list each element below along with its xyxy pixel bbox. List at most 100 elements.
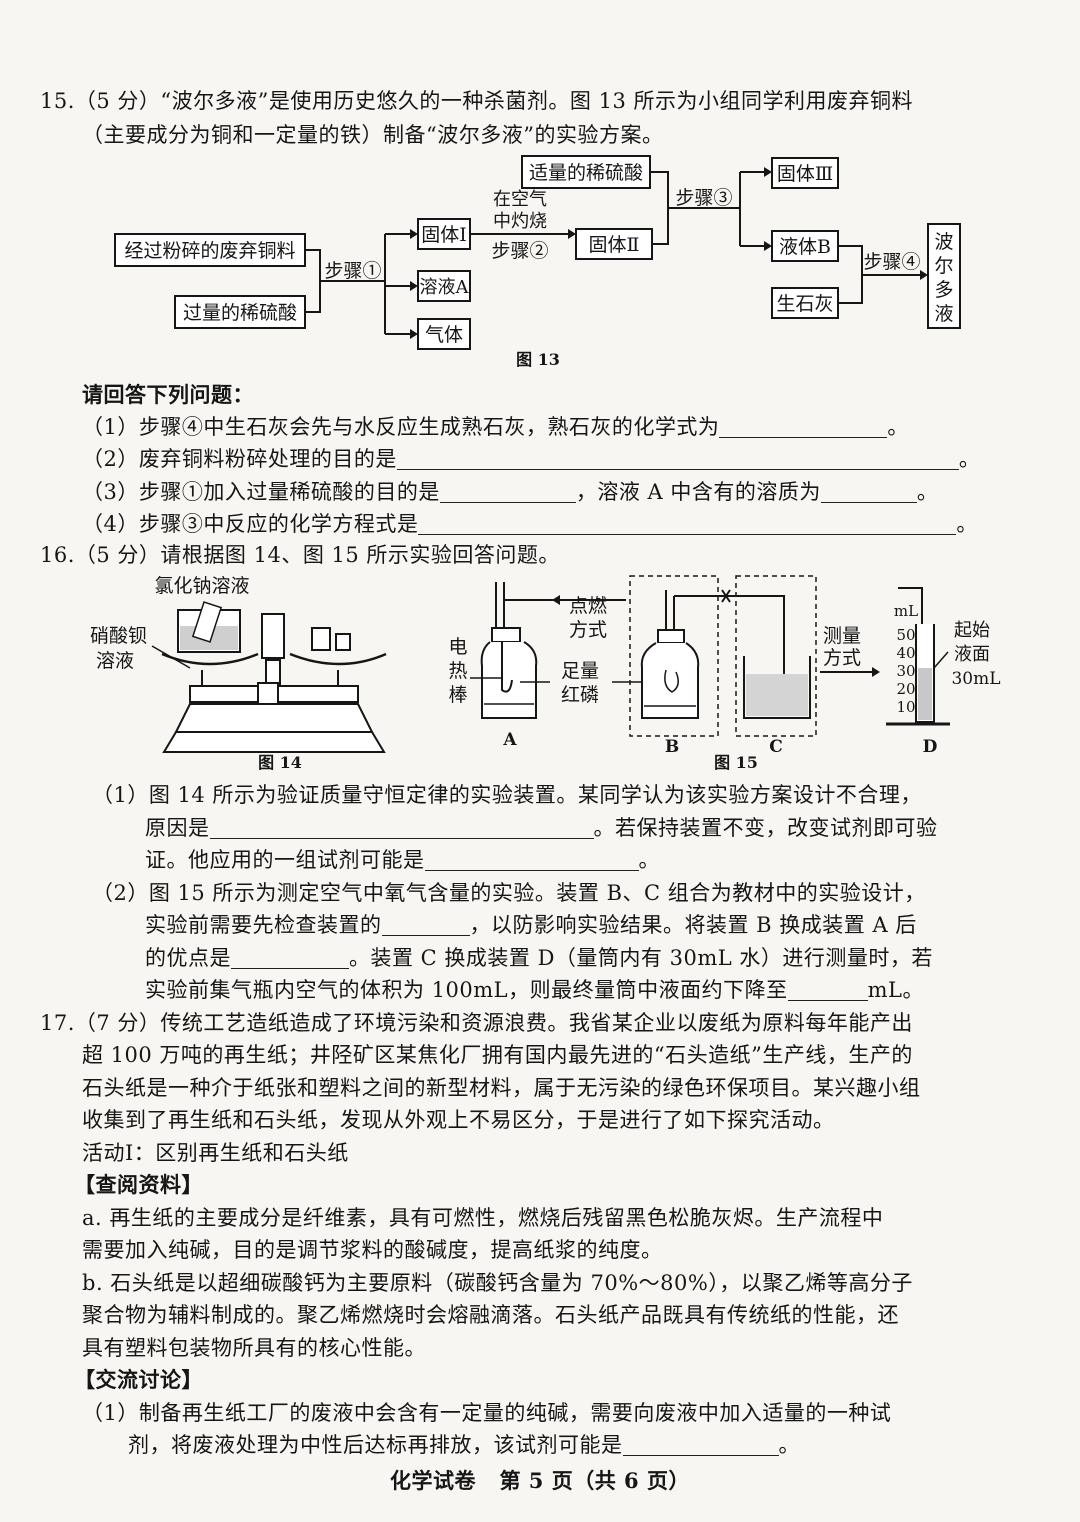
dashed-box-c — [735, 575, 817, 737]
q16-p1-line2b: 。若保持装置不变，改变试剂即可验 — [593, 816, 938, 840]
q15-sub4-blank[interactable] — [418, 512, 957, 535]
rod-a — [501, 642, 513, 693]
q15-sub2-end: 。 — [958, 447, 981, 471]
q15-sub3-text2: ，溶液 A 中含有的溶质为 — [575, 480, 821, 504]
q17-d-line2b: 。 — [778, 1433, 800, 1457]
arrowheads-step3 — [764, 167, 772, 251]
text-product-3: 多 — [934, 279, 953, 301]
q17-disc-heading: 【交流讨论】 — [74, 1367, 203, 1392]
label-rod-3: 棒 — [448, 684, 467, 706]
q16-p2-line4b: mL。 — [867, 978, 924, 1002]
label-start-2: 液面 — [954, 644, 990, 665]
arrowhead-ignite — [552, 595, 560, 605]
tubes-a — [495, 582, 558, 628]
text-burn-2: 中灼烧 — [493, 211, 547, 232]
q16-p2-line2b: ，以防影响实验结果。将装置 B 换成装置 A 后 — [469, 913, 917, 937]
text-step3: 步骤③ — [675, 187, 732, 209]
q16-p2-blank3[interactable] — [787, 978, 868, 1001]
q15-sub3-text: （3）步骤①加入过量稀硫酸的目的是 — [82, 480, 440, 504]
q17-line3: 石头纸是一种介于纸张和塑料之间的新型材料，属于无污染的绿色环保项目。某兴趣小组 — [82, 1076, 921, 1100]
caption-fig15: 图 15 — [714, 753, 758, 772]
q17-b-line3: 具有塑料包装物所具有的核心性能。 — [82, 1336, 426, 1360]
q16-p2-blank1[interactable] — [381, 913, 470, 936]
q16-p2-line3a: 的优点是 — [145, 946, 231, 970]
q17-d-line2: 剂，将废液处理为中性后达标再排放，该试剂可能是。 — [128, 1430, 800, 1460]
q16-p2-line3b: 。装置 C 换成装置 D（量筒内有 30mL 水）进行测量时，若 — [349, 946, 933, 970]
tick-40: 40 — [896, 644, 915, 662]
caption-fig13: 图 13 — [516, 350, 560, 369]
label-start-1: 起始 — [954, 620, 990, 641]
label-d: D — [923, 737, 938, 757]
caption-fig14: 图 14 — [258, 753, 302, 772]
tick-10: 10 — [896, 698, 915, 716]
box-liquid-b — [771, 230, 839, 262]
figure-13-flowchart: 经过粉碎的废弃铜料 过量的稀硫酸 步骤① 固体Ⅰ 溶液A 气体 在空气 中灼烧 … — [114, 155, 961, 369]
text-product-1: 波 — [934, 231, 953, 253]
text-gas: 气体 — [425, 324, 463, 346]
q17-d-blank[interactable] — [622, 1433, 779, 1456]
q16-p2-blank2[interactable] — [231, 946, 349, 969]
text-solid3: 固体Ⅲ — [777, 163, 833, 185]
q17-b-line2: 聚合物为辅料制成的。聚乙烯燃烧时会熔融滴落。石头纸产品既具有传统纸的性能，还 — [82, 1303, 899, 1327]
q16-p1-blank2[interactable] — [424, 848, 639, 871]
q15-sub3-blank2[interactable] — [820, 480, 917, 503]
stopper-a — [491, 627, 521, 643]
text-moderate-acid: 适量的稀硫酸 — [529, 162, 643, 184]
q16-p2-line2: 实验前需要先检查装置的 ，以防影响实验结果。将装置 B 换成装置 A 后 — [145, 910, 917, 940]
label-rod-1: 电 — [448, 636, 467, 658]
q16-p1-line2a: 原因是 — [145, 816, 210, 840]
box-gas — [417, 318, 471, 350]
branch-line-step3 — [739, 171, 764, 247]
text-waste-copper: 经过粉碎的废弃铜料 — [124, 240, 295, 262]
figure-14-balance: 氯化钠溶液 硝酸钡 溶液 图 14 — [90, 575, 387, 772]
label-measure-1: 测量 — [823, 625, 861, 647]
water-c — [746, 674, 808, 716]
pointer-start — [933, 651, 949, 669]
label-ml: mL — [894, 602, 918, 620]
text-step1: 步骤① — [324, 260, 381, 282]
q15-sub2-text: （2）废弃铜料粉碎处理的目的是 — [82, 447, 397, 471]
label-bano3-2: 溶液 — [96, 650, 134, 672]
tick-30: 30 — [896, 662, 915, 680]
q17-b-line1: b. 石头纸是以超细碳酸钙为主要原料（碳酸钙含量为 70%～80%），以聚乙烯等… — [82, 1271, 913, 1295]
label-phos-2: 红磷 — [561, 684, 599, 706]
water-d — [918, 668, 932, 720]
q17-d-line1: （1）制备再生纸工厂的废液中会含有一定量的纯碱，需要向废液中加入适量的一种试 — [82, 1401, 892, 1425]
q16-stem: 16.（5 分）请根据图 14、图 15 所示实验回答问题。 — [40, 543, 560, 567]
q15-sub1-blank[interactable] — [719, 415, 888, 438]
tick-20: 20 — [896, 680, 915, 698]
q15-sub1: （1）步骤④中生石灰会先与水反应生成熟石灰，熟石灰的化学式为。 — [82, 412, 909, 442]
label-measure-2: 方式 — [823, 647, 861, 669]
q15-prompt: 请回答下列问题： — [82, 382, 254, 407]
q15-sub1-end: 。 — [887, 415, 909, 439]
beaker-c — [743, 656, 811, 719]
arrowhead-measure — [872, 667, 880, 677]
page-footer: 化学试卷 第 5 页（共 6 页） — [390, 1468, 690, 1493]
q16-p2-line2a: 实验前需要先检查装置的 — [145, 913, 382, 937]
label-ignite-1: 点燃 — [569, 595, 607, 617]
text-product-2: 尔 — [934, 255, 953, 277]
q15-sub3-blank1[interactable] — [439, 480, 576, 503]
label-ignite-2: 方式 — [569, 619, 607, 641]
q15-sub2-blank[interactable] — [396, 447, 959, 470]
box-product — [927, 223, 961, 329]
q16-p1-blank1[interactable] — [209, 816, 594, 839]
bottle-a — [480, 641, 538, 719]
arrowheads-step1 — [410, 229, 418, 339]
weight-1 — [311, 627, 331, 651]
q15-sub3-end: 。 — [916, 480, 939, 504]
q17-line4: 收集到了再生纸和石头纸，发现从外观上不易区分，于是进行了如下探究活动。 — [82, 1108, 835, 1132]
q17-line2: 超 100 万吨的再生纸；井陉矿区某焦化厂拥有国内最先进的“石头造纸”生产线，生… — [82, 1043, 913, 1067]
text-product-4: 液 — [934, 303, 953, 325]
label-bano3-1: 硝酸钡 — [90, 625, 147, 647]
q15-sub2: （2）废弃铜料粉碎处理的目的是 。 — [82, 444, 980, 474]
box-excess-acid — [174, 295, 306, 329]
arrowhead-step2 — [568, 229, 576, 239]
q17-activity: 活动Ⅰ：区别再生纸和石头纸 — [82, 1141, 349, 1165]
label-c: C — [769, 737, 783, 757]
text-solid2: 固体Ⅱ — [589, 234, 640, 256]
q15-stem-line1: 15.（5 分）“波尔多液”是使用历史悠久的一种杀菌剂。图 13 所示为小组同学… — [40, 89, 913, 113]
text-liquid-b: 液体B — [779, 236, 831, 258]
q15-sub3: （3）步骤①加入过量稀硫酸的目的是 ，溶液 A 中含有的溶质为 。 — [82, 477, 938, 507]
